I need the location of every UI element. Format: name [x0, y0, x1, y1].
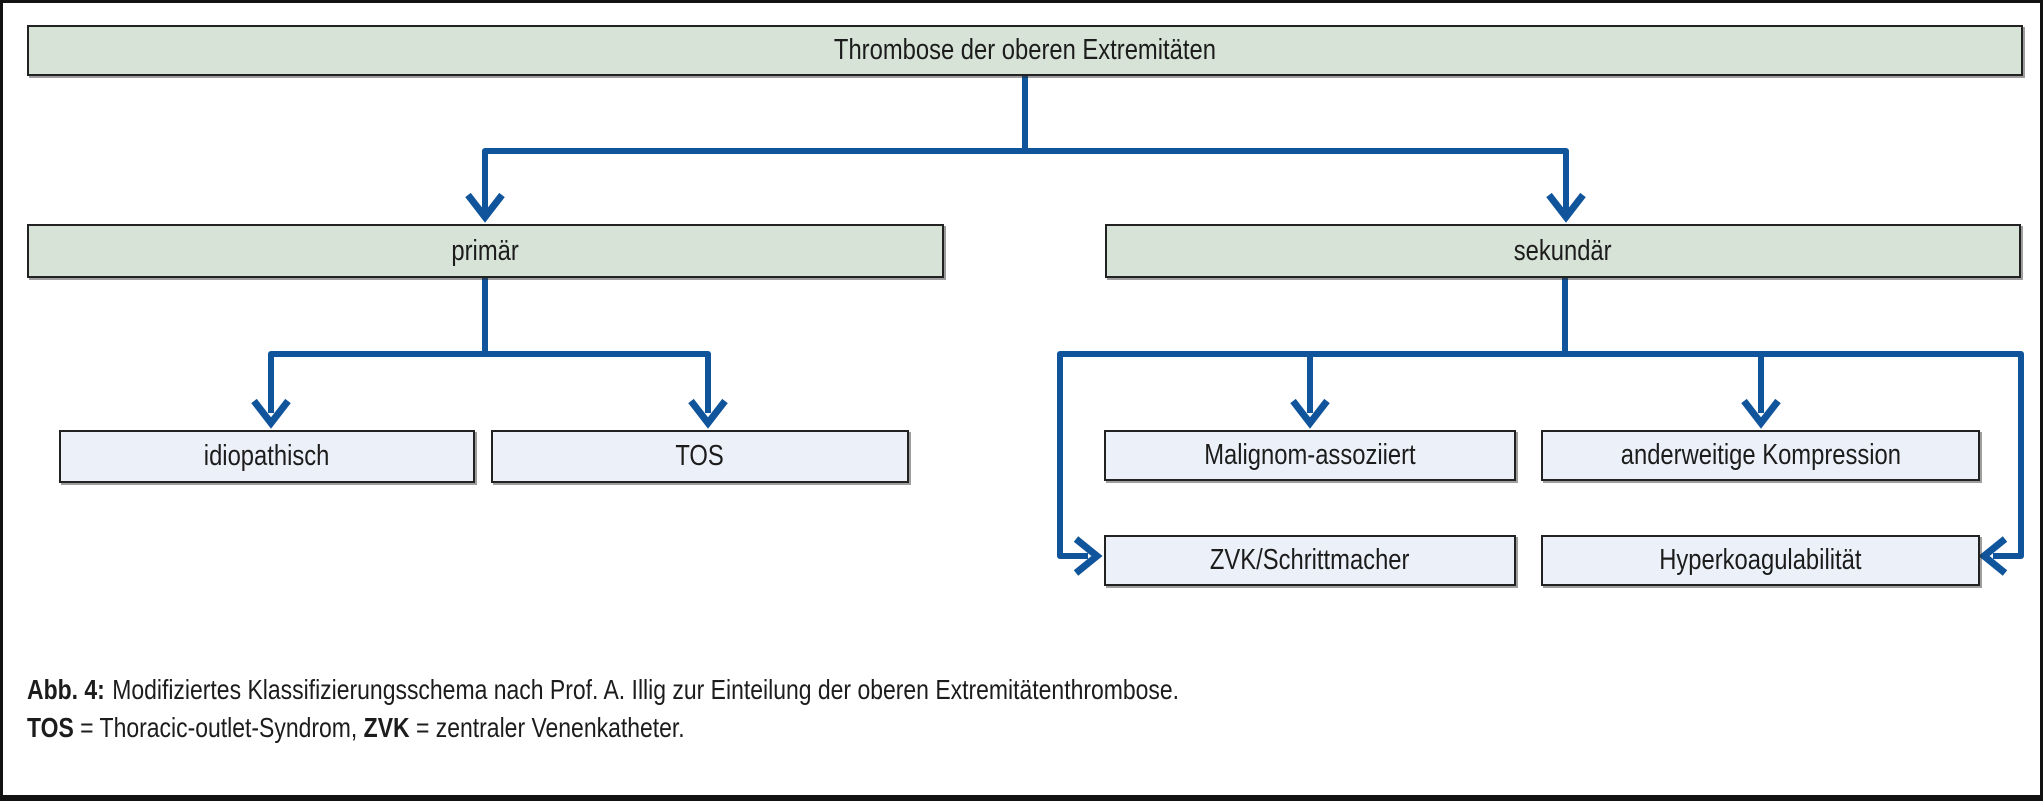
arrowhead-down-tos-icon	[688, 398, 728, 429]
arrowhead-left-hyperko-icon	[1978, 536, 2008, 576]
abbreviation-definition-tos: = Thoracic-outlet-Syndrom,	[73, 712, 364, 743]
node-hyperko-label: Hyperkoagulabilität	[1659, 544, 1862, 576]
node-root-label: Thrombose der oberen Extremitäten	[834, 34, 1216, 66]
node-tos: TOS	[491, 430, 909, 483]
abbreviation-term-tos: TOS	[27, 712, 74, 743]
node-tos-label: TOS	[675, 440, 725, 472]
figure-caption: Abb. 4:Modifiziertes Klassifizierungssch…	[27, 671, 1179, 747]
figure-caption-number: Abb. 4:	[27, 674, 105, 705]
node-sekundaer-label: sekundär	[1514, 234, 1612, 267]
figure-caption-line1: Abb. 4:Modifiziertes Klassifizierungssch…	[27, 671, 1179, 709]
node-root: Thrombose der oberen Extremitäten	[27, 25, 2023, 76]
node-zvk-label: ZVK/Schrittmacher	[1210, 544, 1410, 576]
node-primaer: primär	[27, 224, 944, 278]
node-anderweitige-kompression: anderweitige Kompression	[1541, 430, 1980, 481]
arrowhead-down-primaer-icon	[465, 192, 505, 223]
figure-caption-text: Modifiziertes Klassifizierungsschema nac…	[112, 674, 1180, 705]
node-malignom-assoziiert: Malignom-assoziiert	[1104, 430, 1516, 481]
arrowhead-down-idiopathisch-icon	[251, 398, 291, 429]
node-sekundaer: sekundär	[1105, 224, 2021, 278]
node-idiopathisch: idiopathisch	[59, 430, 475, 483]
abbreviation-term-zvk: ZVK	[363, 712, 410, 743]
node-idiopathisch-label: idiopathisch	[204, 440, 330, 472]
arrowhead-right-zvk-icon	[1073, 536, 1103, 576]
node-primaer-label: primär	[451, 234, 520, 267]
connector-level1	[482, 148, 1569, 211]
node-hyperkoagulabilitaet: Hyperkoagulabilität	[1541, 535, 1980, 586]
arrowhead-down-malignom-icon	[1290, 398, 1330, 429]
figure-caption-line2: TOS = Thoracic-outlet-Syndrom, ZVK = zen…	[27, 709, 1179, 747]
node-anderweitig-label: anderweitige Kompression	[1620, 439, 1901, 471]
node-malignom-label: Malignom-assoziiert	[1204, 439, 1416, 471]
node-zvk-schrittmacher: ZVK/Schrittmacher	[1104, 535, 1516, 586]
arrowhead-down-anderweitig-icon	[1741, 398, 1781, 429]
abbreviation-definition-zvk: = zentraler Venenkatheter.	[409, 712, 685, 743]
connector-primaer-split	[268, 351, 711, 413]
arrowhead-down-sekundaer-icon	[1546, 192, 1586, 223]
